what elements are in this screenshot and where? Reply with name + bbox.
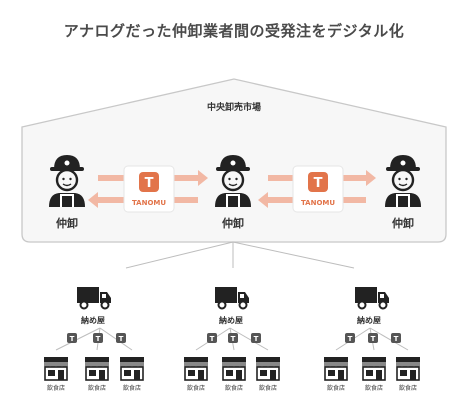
tanomu-icon-letter: T — [314, 176, 323, 191]
tanomu-mini-icon — [93, 333, 103, 343]
tanomu-mini-icon — [345, 333, 355, 343]
restaurant-shop-icon — [323, 356, 349, 381]
tanomu-logo-text: TANOMU — [132, 199, 166, 207]
distributor-label: 納め屋 — [81, 315, 105, 325]
distributor-truck-icon — [354, 286, 390, 310]
distributor-label: 納め屋 — [357, 315, 381, 325]
restaurant-label: 飲食店 — [225, 384, 243, 392]
tanomu-mini-icon — [116, 333, 126, 343]
distributor-truck-icon — [214, 286, 250, 310]
distributor-label: 納め屋 — [219, 315, 243, 325]
restaurant-label: 飲食店 — [259, 384, 277, 392]
wholesaler-label: 仲卸 — [392, 216, 414, 230]
restaurant-label: 飲食店 — [327, 384, 345, 392]
restaurant-label: 飲食店 — [47, 384, 65, 392]
wholesaler-label: 仲卸 — [222, 216, 244, 230]
wholesaler-label: 仲卸 — [56, 216, 78, 230]
page-title: アナログだった仲卸業者間の受発注をデジタル化 — [63, 22, 405, 40]
tanomu-mini-icon — [67, 333, 77, 343]
tanomu-icon-letter: T — [145, 176, 154, 191]
restaurant-shop-icon — [84, 356, 110, 381]
restaurant-shop-icon — [119, 356, 145, 381]
restaurant-shop-icon — [361, 356, 387, 381]
tanomu-mini-icon — [391, 333, 401, 343]
restaurant-label: 飲食店 — [123, 384, 141, 392]
restaurant-shop-icon — [255, 356, 281, 381]
restaurant-shop-icon — [395, 356, 421, 381]
tanomu-mini-icon — [368, 333, 378, 343]
restaurant-label: 飲食店 — [88, 384, 106, 392]
tanomu-logo-text: TANOMU — [301, 199, 335, 207]
restaurant-label: 飲食店 — [187, 384, 205, 392]
market-label: 中央卸売市場 — [207, 101, 261, 113]
tanomu-mini-icon — [207, 333, 217, 343]
tanomu-card-left: T TANOMU — [123, 165, 175, 213]
restaurant-shop-icon — [221, 356, 247, 381]
tanomu-card-right: T TANOMU — [292, 165, 344, 213]
distributor-truck-icon — [76, 286, 112, 310]
restaurant-shop-icon — [43, 356, 69, 381]
tanomu-mini-icon — [228, 333, 238, 343]
tanomu-mini-icon — [251, 333, 261, 343]
restaurant-label: 飲食店 — [365, 384, 383, 392]
restaurant-label: 飲食店 — [399, 384, 417, 392]
restaurant-shop-icon — [183, 356, 209, 381]
